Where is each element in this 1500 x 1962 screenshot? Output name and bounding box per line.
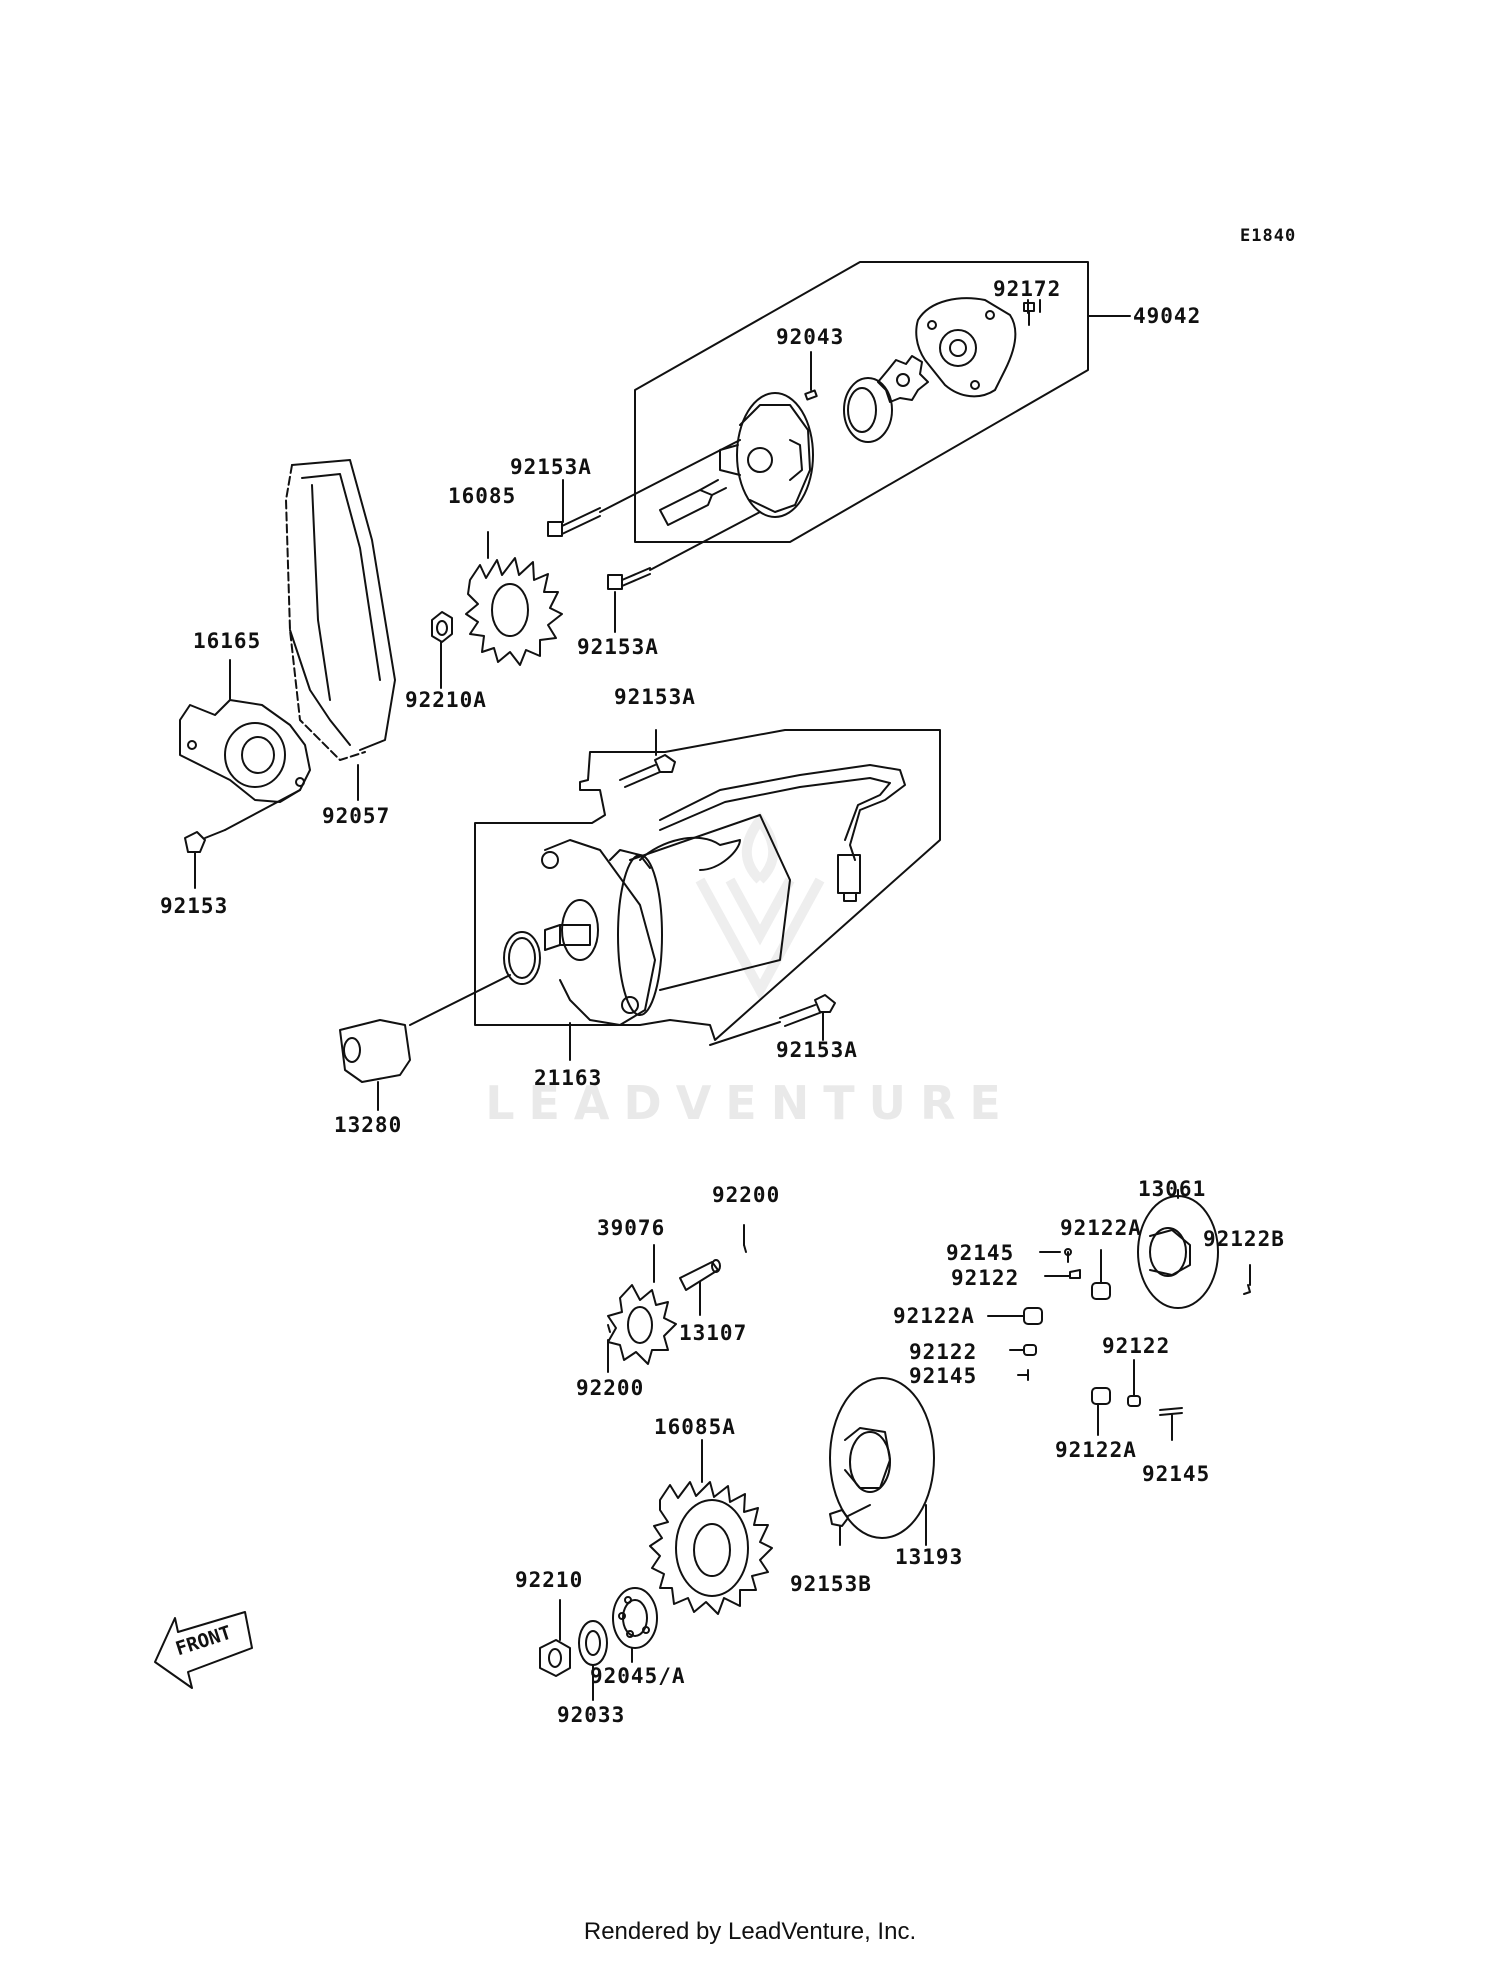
label-92033: 92033 (557, 1703, 626, 1727)
spring-92122-c (1127, 1359, 1141, 1407)
label-92122a-a: 92122A (1060, 1216, 1142, 1240)
footer-credit: Rendered by LeadVenture, Inc. (583, 1918, 917, 1945)
pin-92200-top (743, 1224, 747, 1253)
label-92200-top: 92200 (712, 1183, 781, 1207)
label-92043: 92043 (776, 325, 845, 349)
watermark-logo (695, 811, 825, 1001)
diagram-id: E1840 (1240, 226, 1297, 246)
label-92122-b: 92122 (909, 1340, 978, 1364)
label-92153b: 92153B (790, 1572, 872, 1596)
pin-92145-c (1159, 1407, 1183, 1441)
nut-92210 (539, 1599, 571, 1677)
label-92153: 92153 (160, 894, 229, 918)
label-92057: 92057 (322, 804, 391, 828)
label-13193: 13193 (895, 1545, 964, 1569)
front-arrow-icon (154, 1611, 253, 1689)
roller-92122a-upper (1091, 1249, 1111, 1300)
label-92172: 92172 (993, 277, 1062, 301)
label-92145-c: 92145 (1142, 1462, 1211, 1486)
outer-rotor (843, 377, 893, 443)
label-92122b: 92122B (1203, 1227, 1285, 1251)
pin-92145-b (1017, 1369, 1029, 1381)
pin-92200-bottom (607, 1324, 611, 1373)
oil-pump-assembly-outline (634, 261, 1131, 543)
pump-shaft (659, 479, 727, 526)
pump-cover (915, 297, 1017, 398)
label-92122a-b: 92122A (893, 1304, 975, 1328)
spring-92122b (1243, 1264, 1251, 1295)
starter-motor-outline (474, 729, 941, 1061)
watermark: LEADVENTURE (485, 1076, 1015, 1130)
label-92122a-c: 92122A (1055, 1438, 1137, 1462)
plate-13193 (829, 1377, 935, 1546)
label-92145-a: 92145 (946, 1241, 1015, 1265)
chain-guide-16165 (179, 699, 311, 803)
coupling-13280 (339, 974, 511, 1083)
washer-92033 (578, 1620, 608, 1701)
label-92122-c: 92122 (1102, 1334, 1171, 1358)
screw-92172 (1023, 299, 1041, 326)
pin-92145-a (1039, 1248, 1072, 1263)
label-92153a-top: 92153A (510, 455, 592, 479)
label-16085a: 16085A (654, 1415, 736, 1439)
gear-39076 (607, 1284, 677, 1365)
label-21163: 21163 (534, 1066, 603, 1090)
screw-92153a-motor (619, 754, 676, 788)
starter-motor-body (541, 814, 791, 1026)
spring-92122-a (1044, 1269, 1081, 1279)
bearing-92045a (612, 1587, 658, 1663)
label-92153a-motor: 92153A (614, 685, 696, 709)
screw-92153b (829, 1504, 871, 1546)
label-92210: 92210 (515, 1568, 584, 1592)
starter-motor-cable (639, 764, 906, 902)
roller-92122a-lower (1091, 1387, 1111, 1436)
pump-body (719, 392, 814, 518)
screw-92153a-mid (607, 511, 761, 590)
gear-16085a (649, 1439, 773, 1615)
label-39076: 39076 (597, 1216, 666, 1240)
spring-92122-b (1009, 1344, 1037, 1356)
label-13280: 13280 (334, 1113, 403, 1137)
label-92045a: 92045/A (590, 1664, 686, 1688)
label-92210a: 92210A (405, 688, 487, 712)
sprocket-16085 (465, 557, 563, 666)
label-49042: 49042 (1133, 304, 1202, 328)
label-16085: 16085 (448, 484, 517, 508)
label-13107: 13107 (679, 1321, 748, 1345)
roller-92122a-mid (987, 1307, 1043, 1325)
chain-92057 (285, 459, 396, 761)
o-ring (503, 931, 541, 985)
label-13061: 13061 (1138, 1177, 1207, 1201)
label-92122-a: 92122 (951, 1266, 1020, 1290)
label-16165: 16165 (193, 629, 262, 653)
label-92153a-bottom: 92153A (776, 1038, 858, 1062)
label-92153a-mid: 92153A (577, 635, 659, 659)
collar-92210a (431, 611, 453, 643)
pin-92043 (804, 389, 818, 401)
shaft-13107 (679, 1259, 721, 1316)
inner-rotor (877, 355, 929, 403)
label-92200-bottom: 92200 (576, 1376, 645, 1400)
screw-92153 (184, 789, 301, 853)
screw-92153a-top (547, 439, 741, 537)
screw-92153a-bottom (709, 994, 836, 1046)
leader-lines (194, 299, 1179, 1283)
label-92145-b: 92145 (909, 1364, 978, 1388)
